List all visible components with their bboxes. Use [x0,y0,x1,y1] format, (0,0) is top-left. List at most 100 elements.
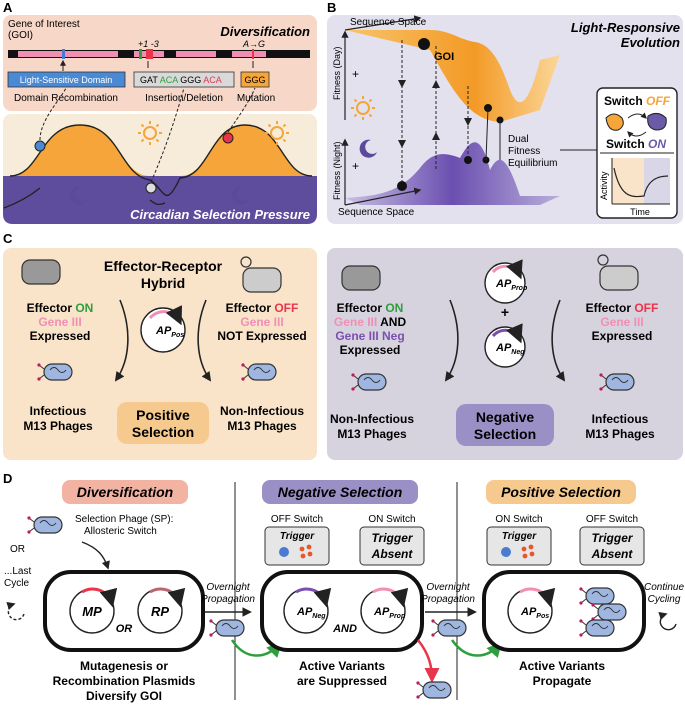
div-caption-3: Diversify GOI [86,689,162,703]
or-top-label: OR [10,544,25,555]
switch-on-label: Switch ON [606,137,666,151]
sequence-space-bottom: Sequence Space [338,207,415,218]
lightbulb-icon-pos [501,547,511,557]
off-switch-label-neg: OFF Switch [271,514,323,525]
gene-iii-label-neg: Gene III [600,315,643,329]
continue-1: Continue [644,582,684,593]
selection-phage-icon [26,515,63,535]
switch-off-label: Switch OFF [604,94,671,108]
effector-on-icon-neg [341,265,381,291]
mutation-box [240,71,270,88]
trigger-label-pos: Trigger [502,531,537,542]
rp-label: RP [151,604,169,619]
infectious-label-pos: Infectious [30,404,87,418]
indel-box [133,71,235,88]
lightbulb-icon-neg [279,547,289,557]
expressed-label-neg-2: Expressed [592,329,653,343]
m13-label-neg-1: M13 Phages [337,427,407,441]
m13-label-neg-2: M13 Phages [585,427,655,441]
effector-on-label-neg: Effector ON [337,301,404,315]
overnight-2a: Overnight [426,582,471,593]
sp-label-2: Allosteric Switch [84,526,157,537]
effector-off-label: Effector OFF [226,301,299,315]
trigger-absent-neg-1: Trigger [371,531,413,545]
negative-selection-badge [456,404,554,446]
mutation-sequence: GGG [244,75,265,85]
goi-label: GOI [434,51,454,63]
phage-transfer-2 [430,618,467,638]
trigger-label-neg: Trigger [280,531,315,542]
on-state-shape [647,112,667,131]
equilibrium-2: Fitness [508,146,540,157]
gene-iii-label-2: Gene III [240,315,283,329]
div-caption-1: Mutagenesis or [80,659,168,673]
overnight-1a: Overnight [206,582,251,593]
domain-marker [62,49,65,59]
ap-prop-label-d: APProp [373,606,406,620]
expressed-label-neg-1: Expressed [340,343,401,357]
day-hump-2 [180,125,310,176]
mp-label: MP [82,604,102,619]
light-responsive-title-2: Evolution [621,35,680,50]
positive-selection-badge [117,402,209,444]
effector-off-icon [242,267,282,293]
positive-label-1: Positive [136,407,190,423]
on-switch-label-pos: ON Switch [495,514,542,525]
negative-label-1: Negative [476,409,535,425]
expressed-label-1: Expressed [30,329,91,343]
trigger-absent-box-pos [579,526,645,566]
mutation-caption: Mutation [237,93,275,104]
trigger-absent-pos-2: Absent [591,547,634,561]
or-mid-label: OR [116,623,133,635]
ap-neg-label-d: APNeg [296,606,326,620]
overnight-2b: Propagation [421,594,475,605]
infectious-label-neg: Infectious [592,412,649,426]
gene-label-2: (GOI) [8,30,33,41]
hybrid-label-1: Effector-Receptor [104,258,223,274]
neg-caption-1: Active Variants [299,659,385,673]
domain-recombination-caption: Domain Recombination [14,93,118,104]
panel-a-letter: A [3,0,13,15]
light-responsive-title-1: Light-Responsive [571,20,680,35]
m13-label-pos-1: M13 Phages [23,419,93,433]
off-state-shape [605,113,624,131]
insertion-marker [139,49,142,59]
circadian-curve [9,124,313,196]
pos-caption-1: Active Variants [519,659,605,673]
gene-iii-neg-label: Gene III Neg [335,329,404,343]
gene-exon-4 [232,51,266,57]
effector-off-icon-neg [599,265,639,291]
effector-on-icon [21,259,61,285]
panel-d-letter: D [3,471,12,486]
light-domain-box [7,71,126,88]
day-hump-1 [10,125,150,176]
ap-prop-label: APProp [495,278,528,292]
positive-selection-bg [3,248,317,460]
plus-label: + [501,304,509,320]
div-caption-2: Recombination Plasmids [53,674,196,688]
day-fitness-landscape [345,30,560,122]
sequence-space-top: Sequence Space [350,17,427,28]
gene-label-1: Gene of Interest [8,19,80,30]
activity-label: Activity [599,171,609,200]
effector-off-label-neg: Effector OFF [586,301,659,315]
phage-suppressed [415,680,452,700]
indel-sequence: GAT ACA GGG ACA [140,75,222,85]
plus-night: + [352,159,359,173]
equilibrium-3: Equilibrium [508,158,557,169]
panel-c-letter: C [3,231,13,246]
mutation-label: A→G [242,39,265,49]
light-domain-label: Light-Sensitive Domain [20,75,113,85]
plus-day: + [352,67,359,81]
selection-label-pos: Selection [132,424,194,440]
gene-iii-label-1: Gene III [38,315,81,329]
trigger-absent-box-neg [359,526,425,566]
fitness-day-label: Fitness (Day) [332,46,342,100]
panel-b-letter: B [327,0,336,15]
hybrid-label-2: Hybrid [141,275,185,291]
effector-on-label: Effector ON [27,301,94,315]
diversification-tag [62,480,188,504]
diversification-tag-label: Diversification [77,484,173,500]
positive-selection-tag [486,480,636,504]
